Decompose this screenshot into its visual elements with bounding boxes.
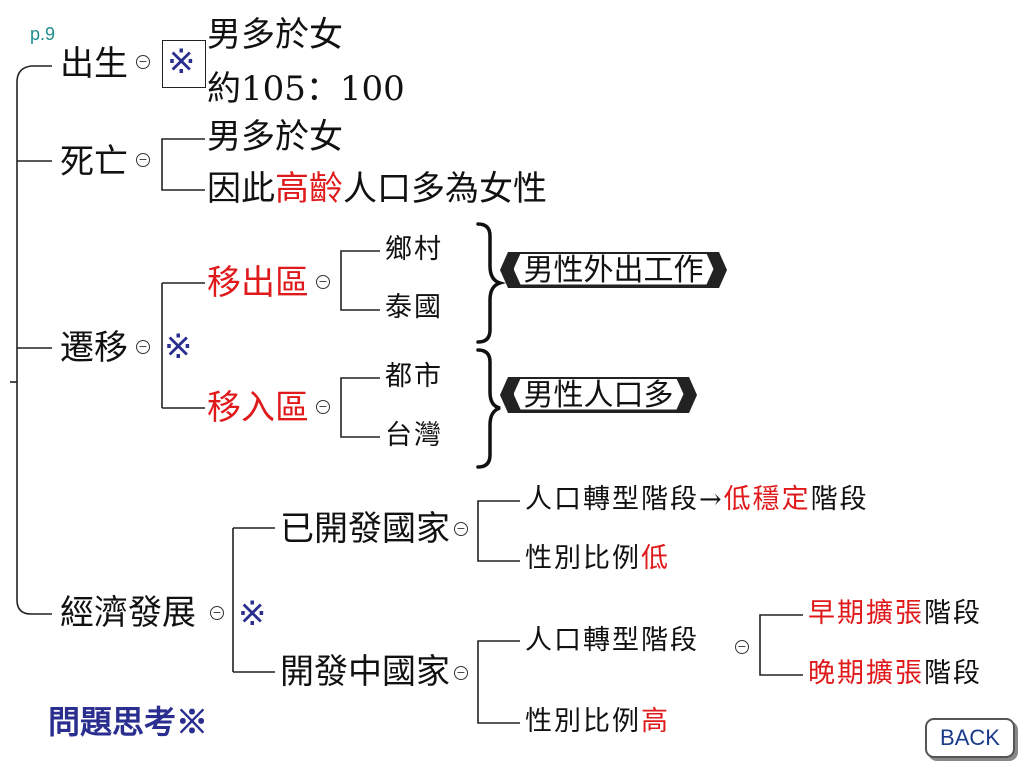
developed-stage: 人口轉型階段→低穩定階段 bbox=[525, 484, 869, 515]
birth-mark-box bbox=[162, 40, 206, 88]
developing-label: 開發中國家 bbox=[280, 652, 450, 692]
death-label: 死亡 bbox=[60, 142, 128, 182]
late-expansion: 晚期擴張階段 bbox=[808, 658, 982, 689]
in-region-label: 移入區 bbox=[207, 388, 309, 428]
in-note: 男性人口多 bbox=[500, 377, 697, 413]
reference-mark-icon: ※ bbox=[164, 327, 193, 367]
developing-ratio: 性別比例高 bbox=[525, 706, 670, 737]
out-region-label: 移出區 bbox=[207, 263, 309, 303]
death-line1: 男多於女 bbox=[207, 117, 343, 157]
page-number: p.9 bbox=[30, 24, 56, 44]
out-note: 男性外出工作 bbox=[500, 252, 727, 288]
developed-ratio: 性別比例低 bbox=[525, 543, 670, 574]
out-item-2: 泰國 bbox=[385, 292, 443, 323]
circle-node-icon: − bbox=[454, 522, 468, 536]
developed-label: 已開發國家 bbox=[280, 509, 450, 549]
early-expansion: 早期擴張階段 bbox=[808, 598, 982, 629]
death-line2: 因此高齡人口多為女性 bbox=[207, 169, 547, 209]
circle-node-icon: − bbox=[136, 340, 150, 354]
circle-node-icon: − bbox=[316, 400, 330, 414]
back-button[interactable]: BACK bbox=[925, 718, 1015, 758]
birth-line2: 約105：100 bbox=[207, 69, 405, 109]
developing-stage: 人口轉型階段 bbox=[525, 625, 699, 656]
brace-in bbox=[476, 348, 501, 469]
question-link[interactable]: 問題思考※ bbox=[48, 703, 209, 741]
migration-label: 遷移 bbox=[60, 328, 128, 368]
circle-node-icon: − bbox=[136, 55, 150, 69]
reference-mark-icon: ※ bbox=[238, 594, 267, 634]
circle-node-icon: − bbox=[210, 606, 224, 620]
in-item-2: 台灣 bbox=[385, 420, 443, 451]
reference-mark-icon: ※ bbox=[167, 42, 196, 82]
circle-node-icon: − bbox=[136, 153, 150, 167]
brace-out bbox=[476, 222, 507, 344]
in-item-1: 都市 bbox=[385, 361, 443, 392]
circle-node-icon: − bbox=[735, 640, 749, 654]
circle-node-icon: − bbox=[316, 275, 330, 289]
economy-label: 經濟發展 bbox=[60, 593, 196, 633]
out-item-1: 鄉村 bbox=[385, 234, 443, 265]
birth-label: 出生 bbox=[60, 44, 128, 84]
circle-node-icon: − bbox=[454, 666, 468, 680]
birth-line1: 男多於女 bbox=[207, 15, 343, 55]
